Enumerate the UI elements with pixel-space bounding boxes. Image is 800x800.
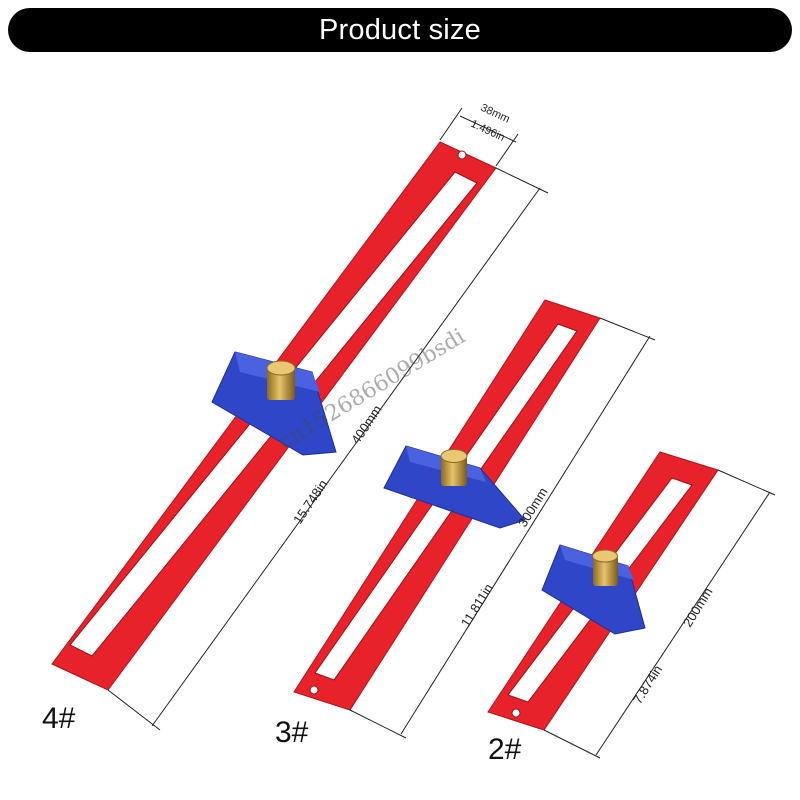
brass-knob — [593, 556, 618, 586]
size-label-4: 4# — [42, 702, 76, 735]
ruler-hole — [309, 685, 319, 695]
brass-knob — [441, 456, 467, 486]
ruler-hole — [511, 708, 521, 718]
ruler-200: 200mm 7.874in — [487, 451, 776, 759]
size-label-3: 3# — [275, 716, 309, 749]
title-bar: Product size — [8, 8, 792, 52]
length-in-label: 7.874in — [630, 662, 665, 706]
length-mm-label: 200mm — [680, 585, 716, 630]
length-in-label: 11.811in — [458, 581, 496, 630]
page-title: Product size — [319, 13, 481, 46]
ruler-hole — [457, 150, 467, 160]
ruler-400: 38mm 1.496in 400mm 15.748in — [51, 102, 549, 731]
length-in-label: 15.748in — [290, 477, 330, 527]
size-label-2: 2# — [488, 733, 522, 766]
brass-knob — [267, 368, 295, 400]
